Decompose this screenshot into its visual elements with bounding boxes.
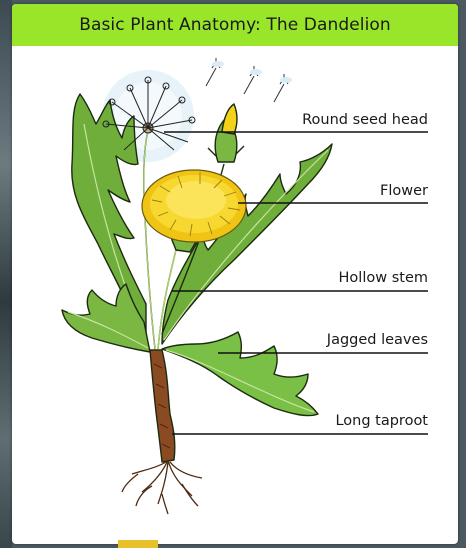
background-fragment [118, 540, 158, 548]
lower-right-leaf [162, 332, 318, 416]
label-flower: Flower [380, 183, 428, 199]
dandelion-diagram: Round seed head Flower Hollow stem Jagge… [12, 4, 458, 544]
label-seed-head: Round seed head [302, 112, 428, 128]
label-stem: Hollow stem [339, 270, 428, 286]
taproot [122, 350, 202, 514]
diagram-card: Basic Plant Anatomy: The Dandelion [12, 4, 458, 544]
flying-seeds [206, 58, 292, 102]
label-leaves: Jagged leaves [326, 332, 428, 348]
flower-bud [208, 104, 244, 162]
background-photo-edge [0, 0, 12, 548]
label-taproot: Long taproot [335, 413, 428, 429]
